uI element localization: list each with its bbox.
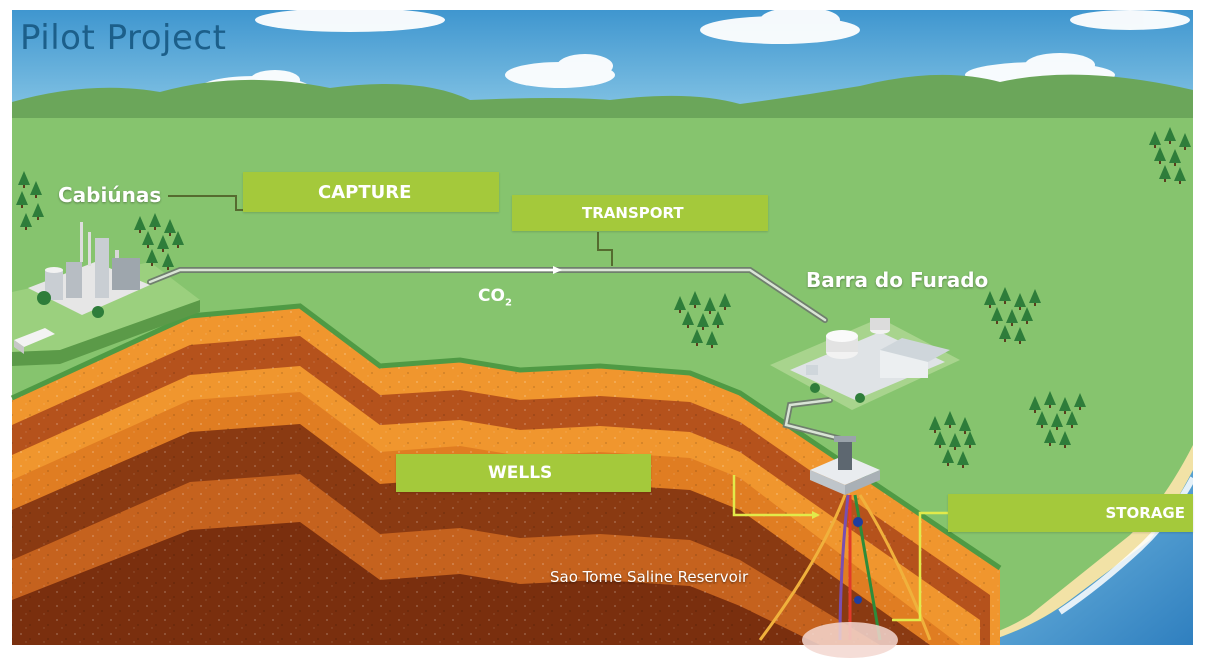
stage-label-wells-text: WELLS [488,463,552,483]
pipeline-label-text: CO [478,286,505,306]
stage-label-capture-text: CAPTURE [318,182,411,203]
reservoir-label: Sao Tome Saline Reservoir [550,568,748,586]
stage-label-transport-text: TRANSPORT [582,204,684,222]
stage-label-capture: CAPTURE [243,172,499,212]
pipeline-label: CO2 [478,286,512,308]
place-label-origin: Cabiúnas [58,183,161,207]
stage-label-storage-text: STORAGE [1105,504,1185,522]
reservoir-plume [802,622,898,658]
stage-label-storage: STORAGE [948,494,1193,532]
page-title: Pilot Project [20,18,226,58]
stage-label-transport: TRANSPORT [512,195,768,231]
place-label-destination: Barra do Furado [806,268,988,292]
stage-label-wells: WELLS [396,454,651,492]
pipeline-label-subscript: 2 [505,297,512,308]
